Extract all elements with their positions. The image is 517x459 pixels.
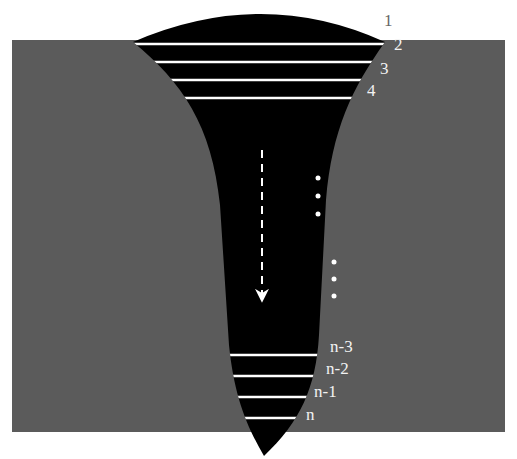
- layer-number: 1: [384, 12, 393, 29]
- layer-number: n-2: [326, 360, 349, 377]
- layer-lines: [100, 44, 420, 418]
- layer-number: 4: [367, 82, 376, 99]
- layer-number: n-1: [314, 383, 337, 400]
- layer-number: n-3: [330, 338, 353, 355]
- layer-number: 2: [394, 36, 403, 53]
- layer-number: n: [306, 406, 315, 423]
- layer-number: 3: [380, 60, 389, 77]
- ellipsis-dots: [316, 176, 337, 299]
- direction-arrow: [261, 150, 263, 300]
